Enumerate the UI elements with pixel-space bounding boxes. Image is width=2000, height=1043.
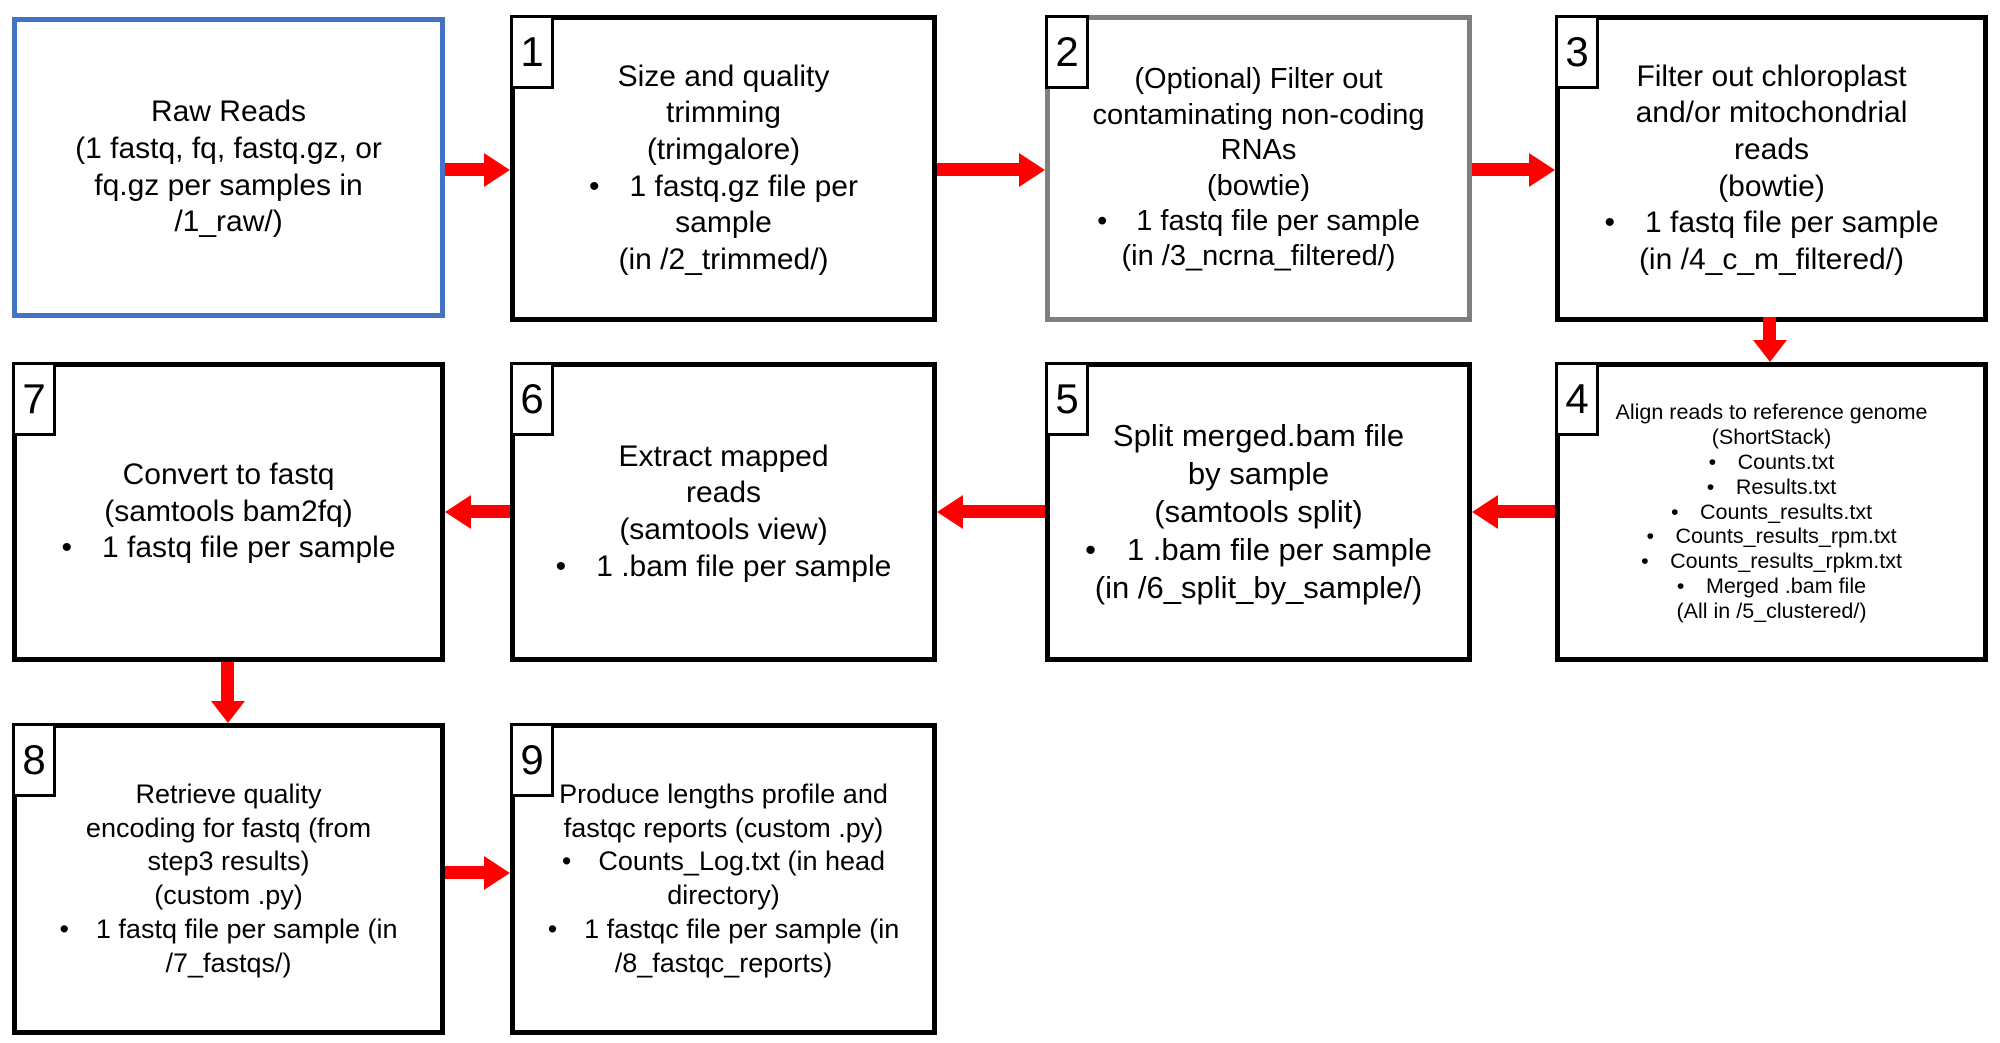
arrow-7-to-8 xyxy=(211,662,245,723)
box-text-line: (bowtie) xyxy=(1718,169,1825,203)
step-number-badge: 3 xyxy=(1555,15,1599,89)
box-text-line: Merged .bam file xyxy=(1677,574,1866,599)
box-text-line: Counts_Log.txt (in head xyxy=(562,845,885,879)
arrowhead-icon xyxy=(484,856,510,890)
step-number-badge: 4 xyxy=(1555,362,1599,436)
box-text-line: (samtools bam2fq) xyxy=(104,494,353,528)
box-text-line: Split merged.bam file xyxy=(1112,418,1405,454)
box-text-line: 1 fastq file per sample (in xyxy=(59,913,398,947)
box-text-line: (in /6_split_by_sample/) xyxy=(1094,569,1423,605)
box-text-line: 1 fastqc file per sample (in xyxy=(548,913,899,947)
box-text-line: 1 fastq.gz file per xyxy=(589,169,858,206)
box-text-line: contaminating non-coding xyxy=(1092,98,1425,131)
box-text-line: Counts_results_rpkm.txt xyxy=(1641,549,1902,574)
box-text-line: 1 fastq file per sample xyxy=(62,530,395,567)
box-text-line: Counts.txt xyxy=(1709,450,1835,475)
step-number-badge: 8 xyxy=(12,723,56,797)
box-text-line: Counts_results.txt xyxy=(1671,500,1872,525)
box-text-line: (trimgalore) xyxy=(646,132,801,166)
arrow-raw-to-1 xyxy=(445,153,510,187)
box-text-line: Counts_results_rpm.txt xyxy=(1646,524,1896,549)
step-number-badge: 6 xyxy=(510,362,554,436)
box-text-line: (in /2_trimmed/) xyxy=(618,242,829,276)
step-number-badge: 5 xyxy=(1045,362,1089,436)
box-text-line: directory) xyxy=(667,880,780,910)
box-text-line: (bowtie) xyxy=(1206,169,1311,202)
box-text-line: reads xyxy=(685,476,762,510)
box-text-line: 1 fastq file per sample xyxy=(1097,204,1420,239)
step-number-badge: 9 xyxy=(510,723,554,797)
box-text-line: 1 .bam file per sample xyxy=(1085,531,1432,569)
box-text-line: (Optional) Filter out xyxy=(1134,63,1383,96)
box-text-line: (1 fastq, fq, fastq.gz, or xyxy=(75,131,382,165)
box-text-line: and/or mitochondrial xyxy=(1635,96,1908,130)
box-text-line: Results.txt xyxy=(1707,475,1836,500)
box-text-line: Size and quality xyxy=(617,59,830,93)
box-text-line: Filter out chloroplast xyxy=(1636,59,1907,93)
arrow-6-to-7 xyxy=(445,495,510,529)
box-text-line: fastqc reports (custom .py) xyxy=(563,812,884,843)
box-text-line: /8_fastqc_reports) xyxy=(614,947,833,978)
box-text-line: encoding for fastq (from xyxy=(85,812,372,843)
arrowhead-icon xyxy=(1753,340,1787,362)
box-text-line: Raw Reads xyxy=(150,95,307,129)
box-text-line: 1 .bam file per sample xyxy=(556,549,891,586)
box-text-line: Produce lengths profile and xyxy=(559,778,888,809)
arrowhead-icon xyxy=(484,153,510,187)
box-text-line: (in /3_ncrna_filtered/) xyxy=(1121,240,1396,273)
arrow-3-to-4 xyxy=(1753,317,1787,362)
box-text-line: trimming xyxy=(665,96,781,130)
arrow-4-to-5 xyxy=(1472,495,1555,529)
box-text-line: (custom .py) xyxy=(154,880,303,910)
box-text-line: /7_fastqs/) xyxy=(165,947,292,978)
box-text-line: (samtools view) xyxy=(619,513,828,546)
box-text-line: Align reads to reference genome xyxy=(1615,399,1928,424)
arrowhead-icon xyxy=(211,701,245,723)
step-number-badge: 2 xyxy=(1045,15,1089,89)
arrowhead-icon xyxy=(445,495,471,529)
step-number-badge: 7 xyxy=(12,362,56,436)
arrow-1-to-2 xyxy=(937,153,1045,187)
box-text-line: Extract mapped xyxy=(618,439,829,473)
arrow-5-to-6 xyxy=(937,495,1045,529)
box-text-line: 1 fastq file per sample xyxy=(1605,205,1938,242)
box-text-line: Convert to fastq xyxy=(122,458,335,492)
box-text-line: reads xyxy=(1733,132,1810,166)
arrow-8-to-9 xyxy=(445,856,510,890)
arrowhead-icon xyxy=(1019,153,1045,187)
arrowhead-icon xyxy=(937,495,963,529)
arrowhead-icon xyxy=(1472,495,1498,529)
box-text-line: (All in /5_clustered/) xyxy=(1676,599,1867,624)
box-text-line: /1_raw/) xyxy=(174,205,283,239)
step-number-badge: 1 xyxy=(510,15,554,89)
box-text-line: fq.gz per samples in xyxy=(94,168,363,202)
box-text-line: (samtools split) xyxy=(1154,494,1363,530)
box-text-line: step3 results) xyxy=(147,846,310,877)
arrow-2-to-3 xyxy=(1472,153,1555,187)
box-text-line: RNAs xyxy=(1220,134,1297,167)
box-text-line: (ShortStack) xyxy=(1711,424,1832,449)
arrowhead-icon xyxy=(1529,153,1555,187)
box-text-line: by sample xyxy=(1187,456,1330,492)
box-text-line: sample xyxy=(675,206,772,240)
box-text-line: Retrieve quality xyxy=(135,778,322,809)
box-text-line: (in /4_c_m_filtered/) xyxy=(1638,242,1905,276)
